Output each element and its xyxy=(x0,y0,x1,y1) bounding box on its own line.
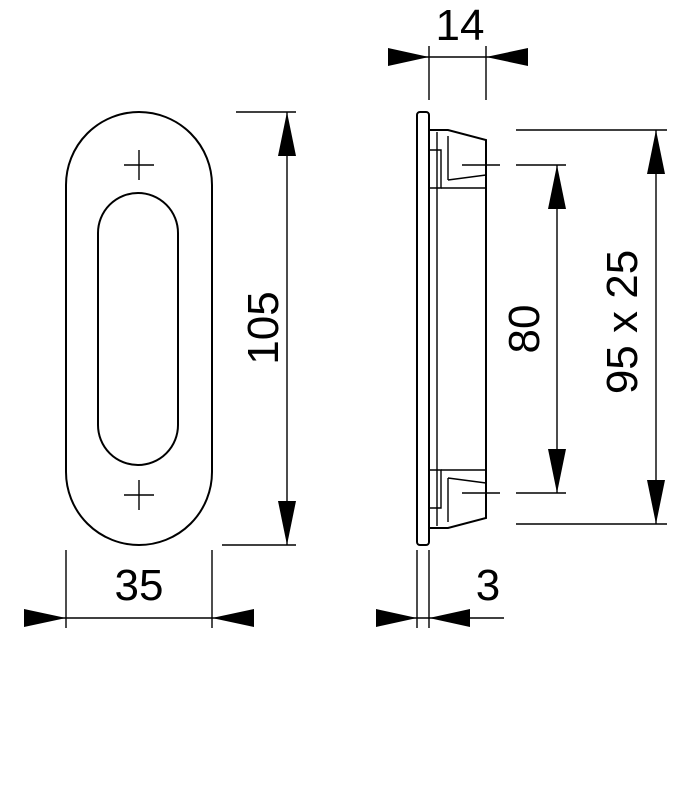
depth-label: 14 xyxy=(436,1,485,50)
screw-hole-bottom xyxy=(124,480,154,510)
width-dimension: 35 xyxy=(24,550,254,628)
screw-boss-top xyxy=(429,149,442,189)
side-view xyxy=(416,111,500,546)
screw-hole-top xyxy=(124,150,154,180)
screw-spacing-label: 80 xyxy=(500,305,549,354)
screw-boss-bottom xyxy=(429,469,442,509)
recess-body-profile xyxy=(429,129,487,529)
width-label: 35 xyxy=(115,561,164,610)
inner-grip-recess xyxy=(97,192,179,466)
front-view xyxy=(65,111,213,546)
height-label: 105 xyxy=(239,291,288,364)
depth-dimension: 14 xyxy=(388,1,528,100)
height-dimension: 105 xyxy=(222,111,296,546)
plate-thickness-label: 3 xyxy=(476,561,500,610)
plate-thickness-dimension: 3 xyxy=(376,550,504,628)
face-plate-profile xyxy=(416,111,430,546)
outer-plate-outline xyxy=(65,111,213,546)
cutout-label: 95 x 25 xyxy=(598,250,647,394)
screw-spacing-dimension: 80 xyxy=(500,164,566,494)
cutout-dimension: 95 x 25 xyxy=(516,129,667,525)
